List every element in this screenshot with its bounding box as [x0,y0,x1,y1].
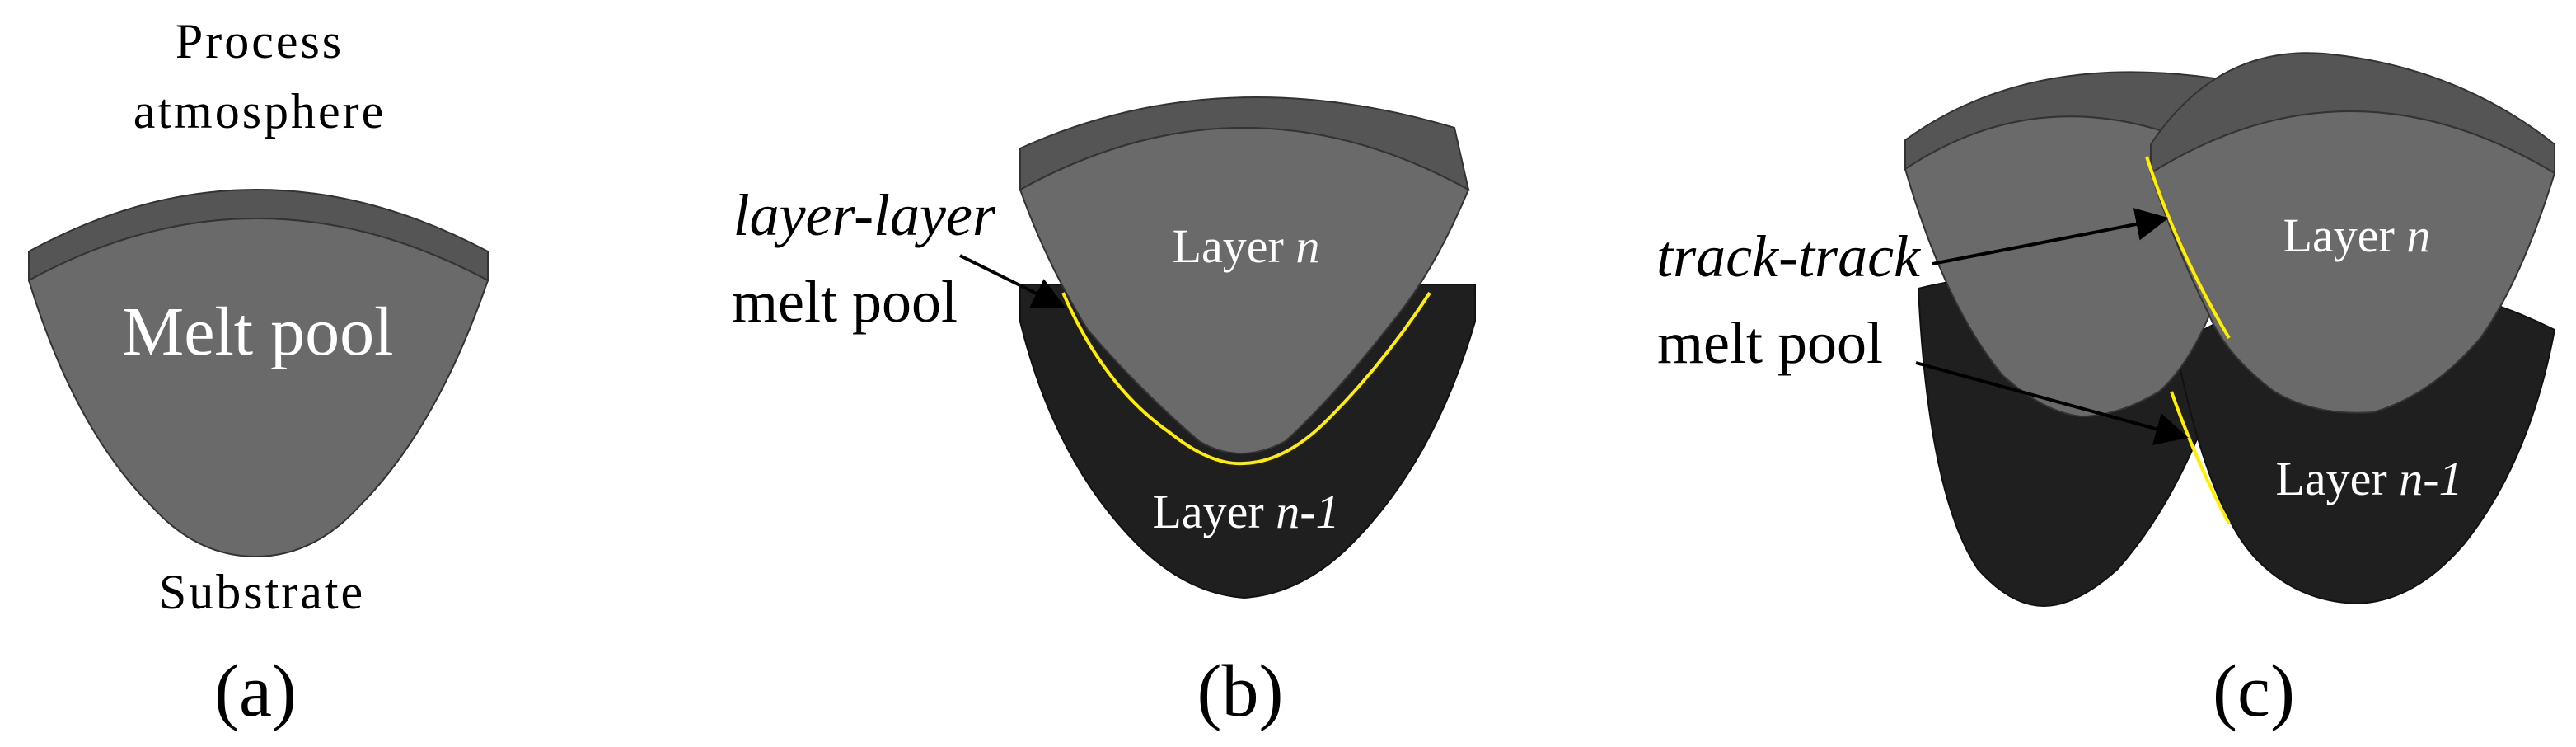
melt-pool-label: Melt pool [123,294,394,370]
track-track-annotation-line1: track-track [1656,223,1922,289]
melt-pool-shape [27,218,489,558]
layer-layer-boundary [1061,291,1431,466]
lower-layer-label-c: Layer n-1 [2275,452,2462,505]
layer-layer-arrow [959,254,1066,308]
track-track-boundary-lower [2170,391,2231,524]
process-atmosphere-label-line1: Process [176,14,344,68]
caption-a: (a) [214,651,297,732]
upper-right-track-shape [2149,110,2556,414]
caption-c: (c) [2213,651,2295,732]
upper-layer-shape [1019,127,1470,454]
process-atmosphere-label-line2: atmosphere [133,84,386,139]
panel-b: layer-layer melt pool Layer n Layer n-1 … [732,96,1476,732]
track-track-annotation-line2: melt pool [1657,310,1883,376]
lower-layer-label: Layer n-1 [1152,485,1339,538]
layer-layer-annotation-line2: melt pool [732,269,958,335]
substrate-label: Substrate [159,565,365,619]
layer-layer-annotation-line1: layer-layer [733,182,996,248]
panel-a: Process atmosphere Melt pool Substrate (… [27,14,489,732]
track-track-arrow-upper [1932,208,2169,265]
caption-b: (b) [1197,651,1284,732]
upper-layer-label: Layer n [1173,219,1320,273]
track-track-boundary-upper [2145,156,2231,340]
track-track-arrow-lower [1915,361,2189,445]
panel-c: track-track melt pool Layer n Layer n-1 … [1656,52,2556,732]
upper-layer-label-c: Layer n [2283,209,2431,262]
